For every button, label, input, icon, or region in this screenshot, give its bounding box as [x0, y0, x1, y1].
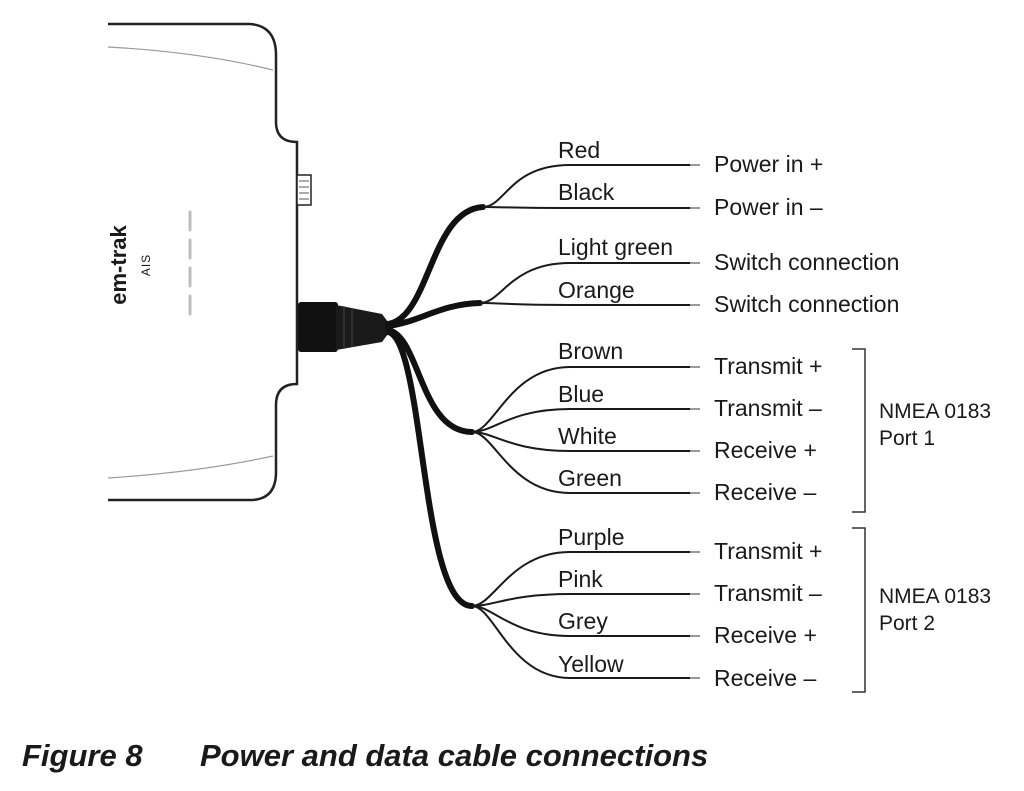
port-group-1: NMEA 0183 Port 1	[852, 348, 991, 513]
device-brand-logo: em-trak	[106, 224, 131, 304]
wire-color-label: Pink	[558, 566, 603, 592]
port-groups: NMEA 0183 Port 1 NMEA 0183 Port 2	[852, 348, 991, 693]
trunk-power	[385, 204, 486, 327]
connection-function-label: Switch connection	[714, 291, 899, 317]
connection-function-label: Power in –	[714, 194, 823, 220]
wire-brown	[471, 366, 690, 433]
wire-pink	[471, 593, 690, 607]
wire-color-label: Black	[558, 179, 615, 205]
device-unit: em-trak AIS	[106, 22, 312, 502]
figure-caption: Figure 8 Power and data cable connection…	[22, 738, 708, 773]
wire-color-label: Green	[558, 465, 622, 491]
group-label-line2: Port 1	[879, 427, 935, 450]
cable-trunks	[385, 204, 486, 609]
connection-function-label: Transmit –	[714, 395, 822, 421]
connection-function-label: Receive +	[714, 437, 817, 463]
wire-orange	[479, 302, 690, 306]
device-model-label: AIS	[139, 254, 153, 276]
group-label-line1: NMEA 0183	[879, 585, 991, 608]
wire-grey	[471, 605, 690, 637]
wire-yellow	[471, 605, 690, 679]
connection-function-label: Receive –	[714, 479, 816, 505]
cable-plug	[298, 302, 388, 352]
wire-color-label: Purple	[558, 524, 624, 550]
trunk-port2	[385, 329, 475, 609]
wire-color-label: Brown	[558, 338, 623, 364]
wire-red	[482, 164, 690, 208]
connection-function-label: Receive +	[714, 622, 817, 648]
wire-color-label: Grey	[558, 608, 608, 634]
wires	[471, 164, 700, 679]
figure-number: Figure 8	[22, 738, 143, 773]
figure-title: Power and data cable connections	[200, 738, 708, 773]
wire-color-label: Blue	[558, 381, 604, 407]
wire-light-green	[479, 262, 690, 304]
wire-color-label: White	[558, 423, 617, 449]
wire-white	[471, 431, 690, 452]
connection-function-label: Power in +	[714, 151, 823, 177]
connection-function-label: Transmit –	[714, 580, 822, 606]
connection-function-label: Transmit +	[714, 353, 822, 379]
connection-function-label: Receive –	[714, 665, 816, 691]
wire-black	[482, 206, 690, 209]
connection-function-label: Switch connection	[714, 249, 899, 275]
wire-green	[471, 431, 690, 494]
antenna-connector	[296, 174, 312, 206]
wire-blue	[471, 408, 690, 433]
connection-function-label: Transmit +	[714, 538, 822, 564]
wire-color-label: Light green	[558, 234, 673, 260]
wire-purple	[471, 551, 690, 607]
group-label-line2: Port 2	[879, 612, 935, 635]
port-group-2: NMEA 0183 Port 2	[852, 527, 991, 693]
wire-color-label: Red	[558, 137, 600, 163]
trunk-port1	[385, 327, 475, 435]
wire-color-label: Orange	[558, 277, 635, 303]
wire-color-label: Yellow	[558, 651, 624, 677]
group-label-line1: NMEA 0183	[879, 400, 991, 423]
trunk-switch	[385, 300, 483, 329]
